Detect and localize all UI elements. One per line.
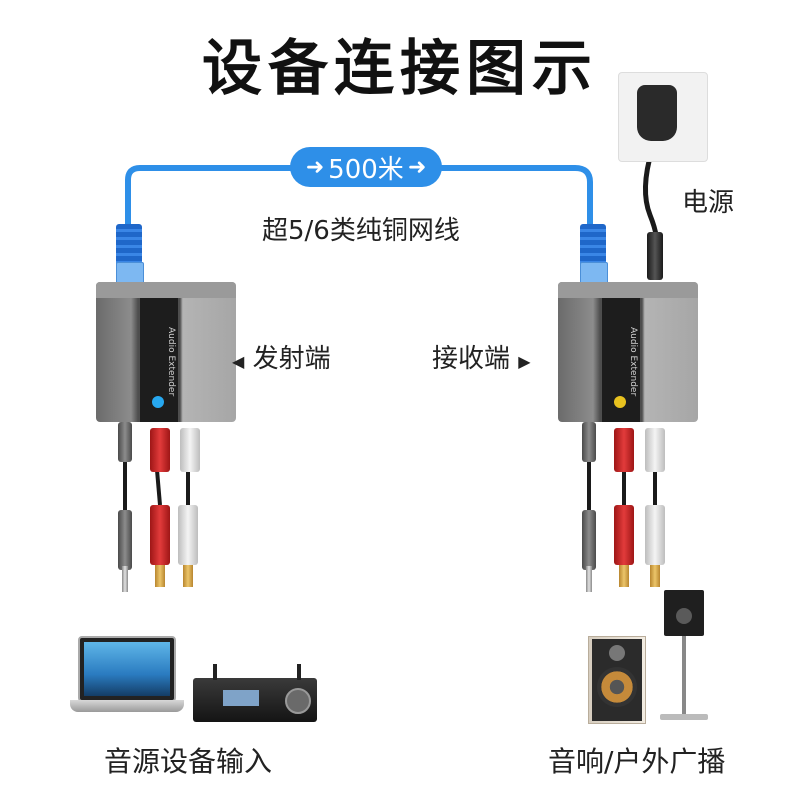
av-receiver-icon xyxy=(193,678,317,722)
antenna-icon xyxy=(297,664,301,680)
speaker-icon xyxy=(588,636,646,724)
arrow-left-icon: ◀ xyxy=(232,352,245,371)
speaker-stand-base-icon xyxy=(660,714,708,720)
tx-rca-white-plug-icon xyxy=(178,505,198,565)
transmitter-label: ◀ 发射端 xyxy=(232,344,331,374)
rx-jack-tip-icon xyxy=(586,566,592,592)
laptop-base-icon xyxy=(70,700,184,712)
tx-led-icon xyxy=(152,396,164,408)
laptop-icon xyxy=(78,636,176,702)
page-title: 设备连接图示 xyxy=(202,34,598,104)
wall-outlet xyxy=(618,72,708,162)
rx-rca-red-icon xyxy=(614,428,634,472)
tx-rca-red-tip-icon xyxy=(155,565,165,587)
tx-brand-text: Audio Extender xyxy=(166,327,176,397)
antenna-icon xyxy=(213,664,217,680)
receiver-device: Audio Extender xyxy=(558,282,698,422)
rx-brand-text: Audio Extender xyxy=(628,327,638,397)
cable-label: 超5/6类纯铜网线 xyxy=(262,216,460,246)
tx-3.5mm-jack-icon xyxy=(118,422,132,462)
rx-led-icon xyxy=(614,396,626,408)
receiver-label: 接收端 ▶ xyxy=(432,344,531,374)
rx-3.5mm-jack-icon xyxy=(582,422,596,462)
rx-rca-white-tip-icon xyxy=(650,565,660,587)
rx-rca-red-plug-icon xyxy=(614,505,634,565)
transmitter-device: Audio Extender xyxy=(96,282,236,422)
arrow-right-icon: ➜ xyxy=(407,154,427,180)
speaker-stand-pole-icon xyxy=(682,636,686,716)
source-label: 音源设备输入 xyxy=(104,745,273,778)
rx-rca-red-tip-icon xyxy=(619,565,629,587)
tx-rca-white-tip-icon xyxy=(183,565,193,587)
arrow-right-icon: ➜ xyxy=(305,154,325,180)
power-plug-icon xyxy=(647,232,663,280)
rx-rca-white-icon xyxy=(645,428,665,472)
tx-red-cable xyxy=(155,469,162,506)
tx-3.5mm-plug-icon xyxy=(118,510,132,570)
output-label: 音响/户外广播 xyxy=(548,745,726,778)
rx-rca-white-plug-icon xyxy=(645,505,665,565)
rx-3.5mm-plug-icon xyxy=(582,510,596,570)
stand-speaker-icon xyxy=(664,590,704,636)
power-label: 电源 xyxy=(682,188,735,218)
distance-badge: ➜ 500米 ➜ xyxy=(290,147,442,187)
power-adapter-icon xyxy=(637,85,677,141)
tx-jack-tip-icon xyxy=(122,566,128,592)
arrow-right-icon: ▶ xyxy=(518,352,531,371)
tx-rca-red-icon xyxy=(150,428,170,472)
tx-rca-white-icon xyxy=(180,428,200,472)
tx-rca-red-plug-icon xyxy=(150,505,170,565)
distance-value: 500米 xyxy=(328,154,404,185)
